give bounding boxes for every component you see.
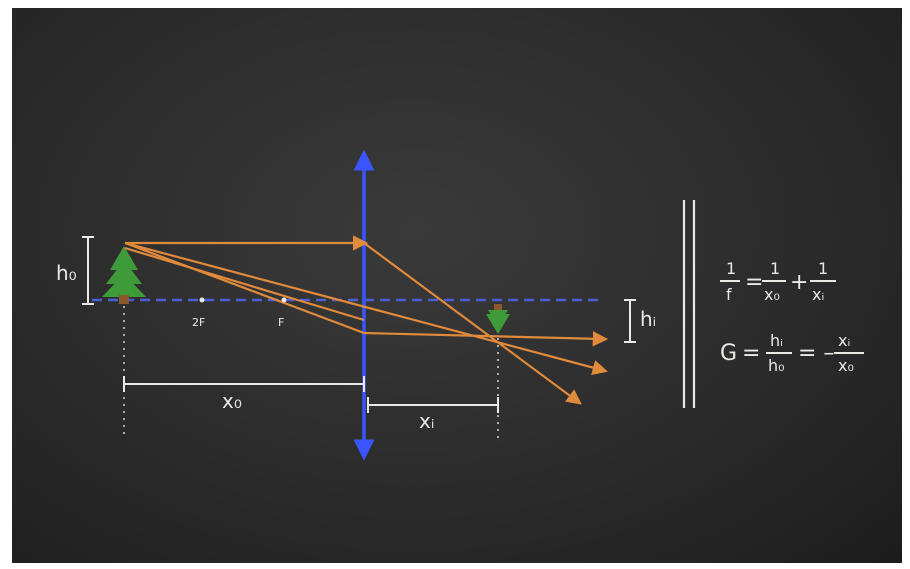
focal-point-label: F (278, 316, 284, 329)
svg-text:1: 1 (726, 259, 736, 278)
svg-text:f: f (726, 285, 732, 304)
ray-extra (124, 246, 365, 322)
image-distance-bracket (367, 397, 499, 413)
svg-text:xᵢ: xᵢ (838, 331, 850, 350)
ray-refracted-parallel (363, 242, 582, 405)
svg-text:=: = (745, 270, 763, 295)
svg-text:=: = (742, 341, 760, 366)
svg-text:hᵢ: hᵢ (770, 331, 783, 350)
svg-text:1: 1 (770, 259, 780, 278)
image-tree-icon (486, 304, 510, 334)
guide-lines (123, 306, 499, 443)
two-f-label: 2F (192, 316, 205, 329)
svg-text:xᵢ: xᵢ (812, 285, 824, 304)
image-distance-label: xᵢ (419, 409, 434, 433)
svg-text:+: + (790, 270, 808, 295)
image-height-bracket (624, 299, 636, 343)
focal-point-mark (281, 297, 287, 303)
svg-text:= –: = – (798, 341, 834, 366)
lens-equation: 1 f = 1 x₀ + 1 xᵢ (720, 259, 836, 304)
object-height-label: h₀ (56, 261, 77, 285)
svg-text:G: G (720, 341, 737, 366)
light-rays (124, 235, 609, 405)
object-distance-bracket (123, 376, 365, 392)
ray-refracted-focus (363, 331, 609, 347)
chalkboard: h₀ hᵢ 2F F x₀ xᵢ 1 f = 1 x₀ (12, 8, 902, 563)
ray-through-focus (124, 241, 365, 335)
ray-through-center (124, 241, 608, 376)
separator-double-line (682, 200, 696, 408)
svg-text:x₀: x₀ (764, 285, 780, 304)
diagram-canvas: h₀ hᵢ 2F F x₀ xᵢ 1 f = 1 x₀ (56, 149, 864, 461)
image-height-label: hᵢ (640, 307, 656, 331)
object-height-bracket (82, 236, 94, 305)
svg-text:h₀: h₀ (768, 356, 785, 375)
two-f-mark (199, 297, 205, 303)
object-tree-icon (102, 246, 146, 304)
magnification-equation: G = hᵢ h₀ = – xᵢ x₀ (720, 331, 864, 375)
object-distance-label: x₀ (222, 389, 242, 413)
svg-text:x₀: x₀ (838, 356, 854, 375)
svg-text:1: 1 (818, 259, 828, 278)
